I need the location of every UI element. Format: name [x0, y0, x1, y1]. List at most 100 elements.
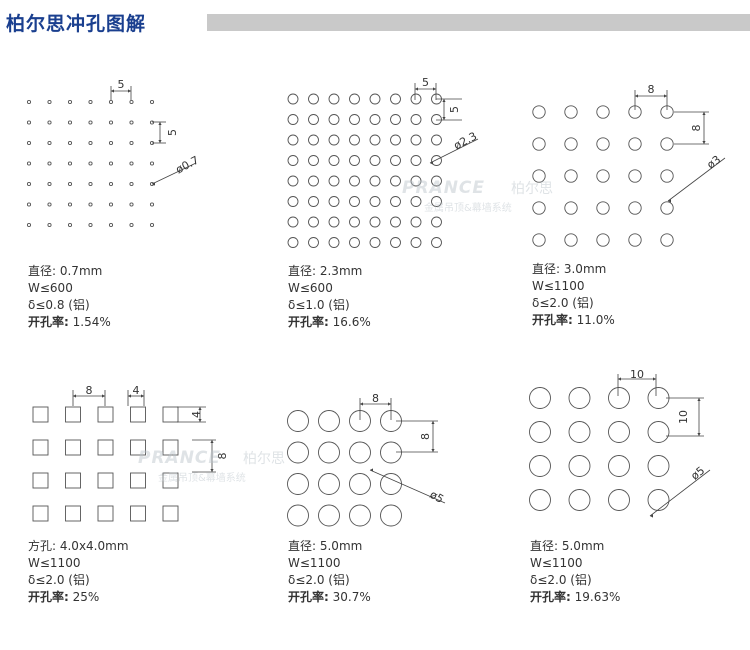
dimension-arrow — [668, 199, 671, 203]
hole — [129, 120, 134, 125]
spec-block: 直径: 2.3mm W≤600 δ≤1.0 (铝) 开孔率: 16.6% — [288, 263, 371, 331]
hole — [47, 120, 52, 125]
hole — [308, 155, 319, 166]
hole — [308, 196, 319, 207]
hole — [390, 237, 401, 248]
hole — [129, 222, 134, 228]
hole — [380, 473, 402, 495]
hole — [287, 196, 299, 207]
hole — [564, 233, 578, 247]
hole — [108, 120, 114, 125]
dimension-arrow — [635, 94, 638, 98]
dimension-label: 4 — [190, 411, 203, 418]
hole — [287, 410, 309, 432]
square-hole — [65, 505, 81, 522]
hole — [67, 181, 73, 187]
hole — [328, 196, 340, 207]
hole — [47, 140, 52, 146]
dimension-label: 4 — [133, 384, 140, 397]
hole — [287, 93, 299, 105]
spec-hole-size: 方孔: 4.0x4.0mm — [28, 539, 129, 553]
hole — [88, 222, 93, 228]
dimension-arrow — [210, 469, 214, 472]
diameter-label: ø2.3 — [452, 129, 480, 152]
spec-block: 直径: 0.7mm W≤600 δ≤0.8 (铝) 开孔率: 1.54% — [28, 263, 111, 331]
dimension-arrow — [158, 122, 162, 125]
hole — [287, 216, 299, 228]
dimension-label: 5 — [422, 76, 429, 89]
hole — [369, 237, 381, 248]
spec-width: W≤1100 — [532, 279, 585, 293]
hole — [287, 441, 309, 464]
hole — [349, 175, 360, 187]
hole — [568, 489, 591, 511]
hole — [149, 161, 155, 166]
hole — [410, 114, 422, 125]
hole — [564, 169, 578, 183]
spec-rate-value: 16.6% — [332, 315, 371, 329]
hole — [26, 99, 32, 105]
dimension-label: 8 — [216, 453, 229, 460]
spec-thickness: δ≤0.8 (铝) — [28, 298, 90, 312]
hole — [67, 222, 73, 228]
hole — [380, 504, 402, 527]
watermark-cn-brand: 柏尔思 — [511, 181, 553, 197]
leader-line — [429, 138, 479, 164]
hole — [149, 99, 155, 105]
hole — [88, 120, 93, 125]
dimension-arrow — [442, 99, 446, 102]
hole — [596, 137, 610, 151]
hole — [596, 201, 610, 215]
hole — [108, 181, 114, 187]
hole — [129, 140, 134, 146]
hole — [328, 237, 340, 248]
hole — [26, 161, 32, 166]
hole — [431, 175, 442, 187]
dimension-label: 8 — [372, 392, 379, 405]
square-hole — [65, 439, 81, 456]
hole — [349, 114, 360, 125]
watermark-cn-brand: 柏尔思 — [243, 451, 285, 467]
square-hole — [130, 406, 146, 423]
hole — [67, 161, 73, 166]
spec-diameter: 直径: 5.0mm — [288, 539, 363, 553]
dimension-arrow — [433, 87, 436, 91]
hole — [660, 137, 674, 151]
spec-width: W≤600 — [288, 281, 333, 295]
hole — [328, 175, 340, 187]
spec-rate-value: 25% — [72, 590, 100, 604]
watermark-brand: PRANCE — [138, 448, 221, 468]
dimension-arrow — [650, 514, 653, 518]
spec-diameter: 直径: 0.7mm — [28, 264, 103, 278]
hole — [431, 114, 442, 125]
hole — [564, 105, 578, 119]
square-hole — [130, 505, 146, 522]
dimension-label: 10 — [630, 368, 644, 381]
hole — [369, 114, 381, 125]
watermark-slogan: 金属吊顶&幕墙系统 — [158, 471, 246, 484]
spec-rate-label: 开孔率: — [28, 315, 69, 329]
dimension-arrow — [442, 117, 446, 120]
hole — [318, 410, 340, 432]
spec-rate-label: 开孔率: — [530, 590, 571, 604]
hole — [568, 387, 591, 409]
header-bar — [207, 14, 750, 31]
hole — [349, 441, 371, 464]
leader-line — [667, 157, 726, 202]
dimension-arrow — [128, 89, 131, 93]
hole — [390, 93, 401, 105]
hole — [596, 105, 610, 119]
hole — [564, 137, 578, 151]
hole — [26, 181, 32, 187]
hole — [67, 120, 73, 125]
hole — [431, 216, 442, 228]
spec-block: 方孔: 4.0x4.0mm W≤1100 δ≤2.0 (铝) 开孔率: 25% — [28, 538, 129, 606]
hole — [608, 421, 630, 443]
spec-rate-value: 30.7% — [332, 590, 371, 604]
hole — [26, 222, 32, 228]
hole — [369, 134, 381, 146]
hole — [108, 222, 114, 228]
